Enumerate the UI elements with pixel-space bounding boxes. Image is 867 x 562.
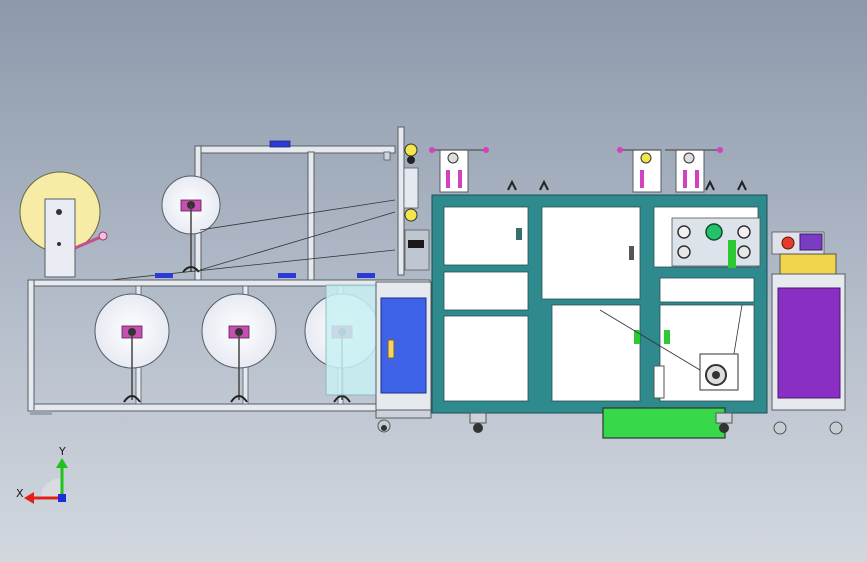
lower-material-roll-2 <box>201 293 277 403</box>
green-collection-tray <box>602 407 726 439</box>
upper-unwind-frame <box>194 140 396 281</box>
raw-material-roll-yellow <box>19 171 108 278</box>
frame-casters <box>469 412 733 433</box>
top-clamps <box>507 179 747 191</box>
purple-electrical-cabinet <box>771 231 846 435</box>
x-axis-label: X <box>16 487 24 500</box>
upper-material-roll <box>161 175 221 273</box>
sealing-roller-assembly <box>671 217 761 268</box>
y-axis-label: Y <box>58 445 66 458</box>
top-head-right-1 <box>617 147 662 193</box>
blue-control-cabinet <box>375 281 432 433</box>
top-head-right-2 <box>665 147 723 193</box>
tension-column <box>397 126 430 276</box>
top-head-left <box>429 147 489 193</box>
transparent-guard-panel <box>325 284 377 396</box>
coordinate-triad: Y X <box>16 445 68 504</box>
lower-material-roll-1 <box>94 293 170 403</box>
material-web-lines <box>109 199 396 281</box>
